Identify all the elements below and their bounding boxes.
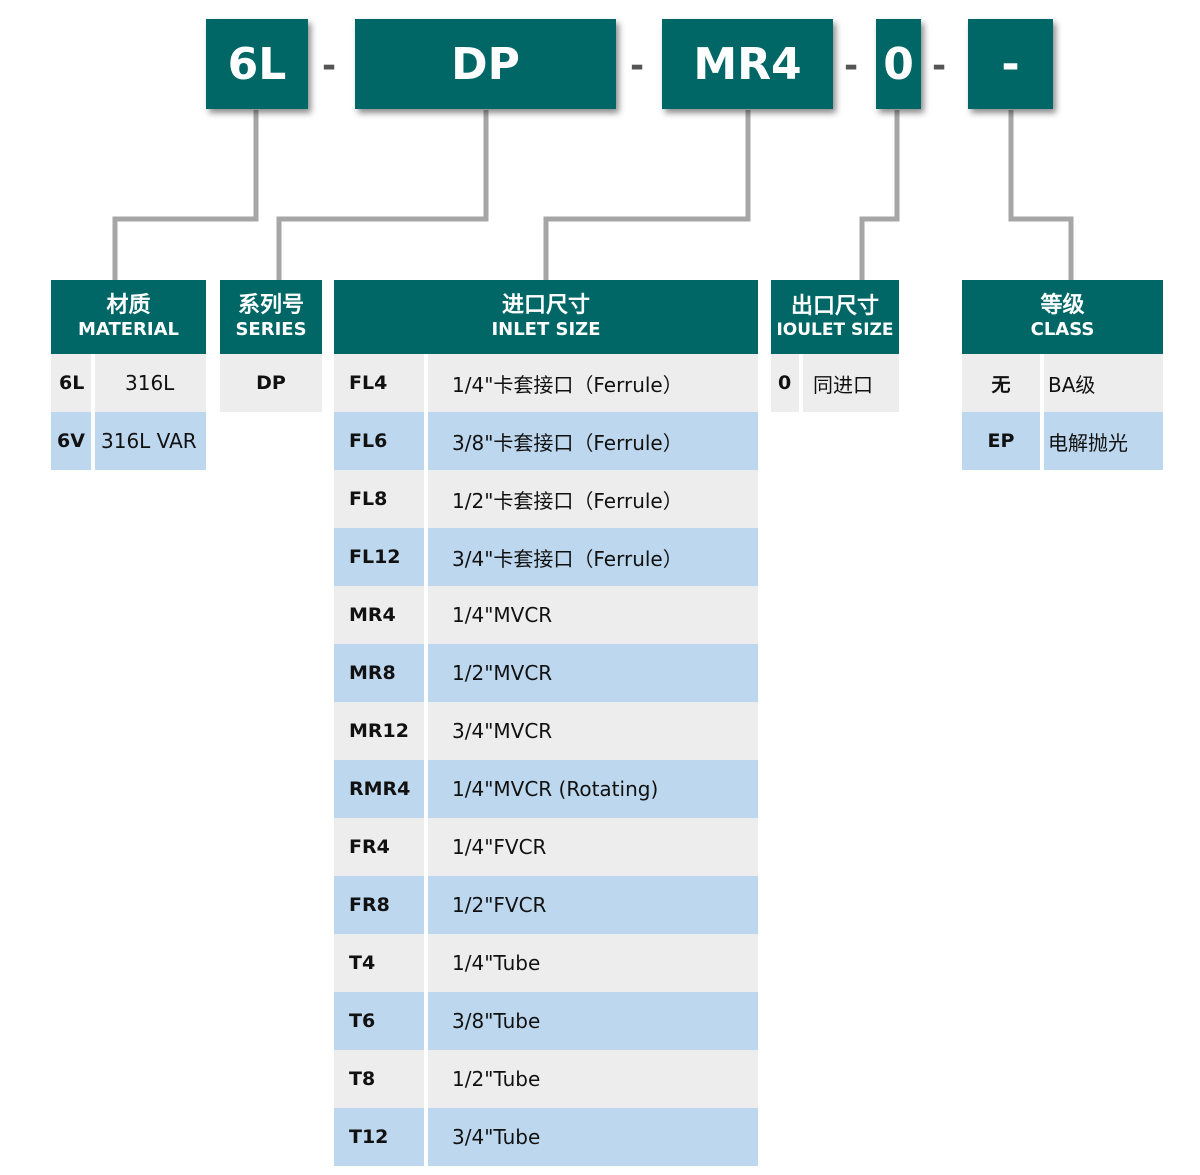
connector-outlet [859,110,900,280]
row-desc: 316L VAR [95,412,206,470]
class-header: 等级 CLASS [962,280,1163,354]
class-title-en: CLASS [1030,319,1095,341]
row-code: FL4 [334,354,424,412]
table-row: 0 同进口 [771,354,899,412]
row-code: FR4 [334,818,424,876]
row-code: FR8 [334,876,424,934]
code-separator: - [843,46,859,86]
outlet-table: 出口尺寸 IOULET SIZE 0 同进口 [771,280,899,412]
inlet-title-cn: 进口尺寸 [501,293,590,318]
row-code: 无 [962,354,1040,412]
row-code: T12 [334,1108,424,1166]
outlet-title-en: IOULET SIZE [776,320,894,340]
outlet-header: 出口尺寸 IOULET SIZE [771,280,899,354]
code-separator: - [629,46,645,86]
row-code: T8 [334,1050,424,1108]
row-desc: 电解抛光 [1044,412,1163,470]
code-box-outlet: 0 [876,19,921,109]
row-code: FL12 [334,528,424,586]
table-row: DP [220,354,322,412]
row-desc: 1/2"FVCR [428,876,758,934]
row-code: T4 [334,934,424,992]
code-separator: - [321,46,337,86]
row-desc: BA级 [1044,354,1163,412]
row-desc: 3/4"卡套接口（Ferrule） [428,528,758,586]
inlet-header: 进口尺寸 INLET SIZE [334,280,758,354]
row-code: 6L [51,354,91,412]
row-code: 6V [51,412,91,470]
row-code: FL8 [334,470,424,528]
row-desc: 1/2"卡套接口（Ferrule） [428,470,758,528]
row-code: EP [962,412,1040,470]
inlet-title-en: INLET SIZE [491,319,601,341]
series-title-en: SERIES [235,319,307,341]
series-header: 系列号 SERIES [220,280,322,354]
row-code: 0 [771,354,799,412]
series-title-cn: 系列号 [237,293,304,318]
series-table: 系列号 SERIES DP [220,280,322,412]
row-code: MR8 [334,644,424,702]
connector-material [112,110,259,280]
row-desc: 1/2"MVCR [428,644,758,702]
row-code: T6 [334,992,424,1050]
row-desc: 3/4"Tube [428,1108,758,1166]
row-desc: 1/4"MVCR (Rotating) [428,760,758,818]
connector-inlet [543,110,751,280]
row-desc: 3/4"MVCR [428,702,758,760]
row-desc: 1/4"FVCR [428,818,758,876]
table-row: 6L 316L [51,354,206,412]
row-desc: 1/2"Tube [428,1050,758,1108]
row-code: FL6 [334,412,424,470]
material-table: 材质 MATERIAL 6L 316L 6V 316L VAR [51,280,206,470]
row-desc: 1/4"Tube [428,934,758,992]
row-code: MR12 [334,702,424,760]
outlet-title-cn: 出口尺寸 [790,293,879,319]
row-code: RMR4 [334,760,424,818]
code-box-class: - [968,19,1053,109]
row-code: DP [220,354,322,412]
row-desc: 316L [95,354,206,412]
class-table: 等级 CLASS 无 BA级 EP 电解抛光 [962,280,1163,470]
row-desc: 1/4"MVCR [428,586,758,644]
material-title-cn: 材质 [106,293,151,318]
connector-class [1008,110,1074,280]
code-separator: - [931,46,947,86]
material-header: 材质 MATERIAL [51,280,206,354]
connector-series [276,110,489,280]
row-code: MR4 [334,586,424,644]
code-box-material: 6L [206,19,308,109]
row-desc: 3/8"Tube [428,992,758,1050]
code-box-inlet: MR4 [662,19,833,109]
table-row: EP 电解抛光 [962,412,1163,470]
material-title-en: MATERIAL [78,319,179,341]
row-desc: 3/8"卡套接口（Ferrule） [428,412,758,470]
class-title-cn: 等级 [1040,293,1085,318]
code-box-series: DP [355,19,616,109]
row-desc: 1/4"卡套接口（Ferrule） [428,354,758,412]
row-desc: 同进口 [803,354,899,412]
table-row: 无 BA级 [962,354,1163,412]
table-row: 6V 316L VAR [51,412,206,470]
